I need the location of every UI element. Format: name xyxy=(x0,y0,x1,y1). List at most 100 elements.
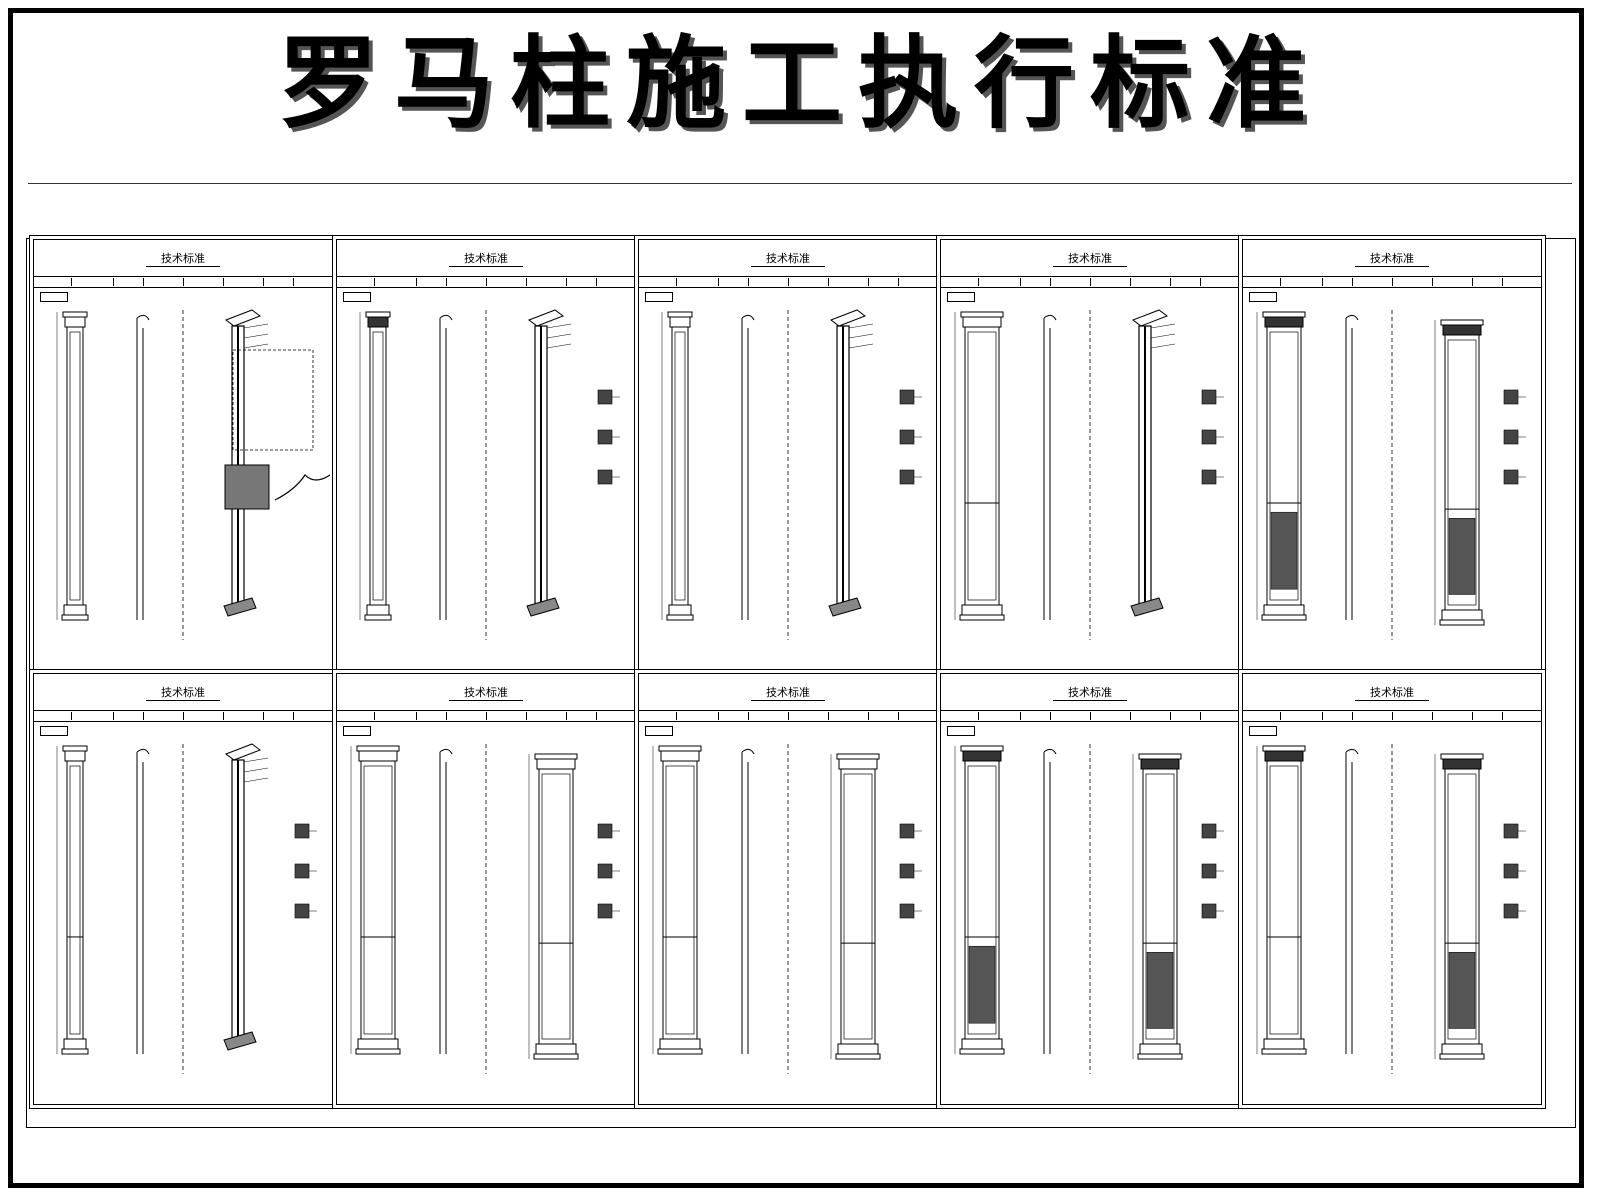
sheet-title-underline xyxy=(1355,700,1429,701)
column-isometric xyxy=(223,309,269,617)
sheet-tag xyxy=(343,726,371,736)
column-isometric xyxy=(526,309,572,617)
column-elevation xyxy=(954,311,1005,621)
column-section xyxy=(136,748,150,1054)
title-block-row xyxy=(940,710,1240,722)
detail-callouts xyxy=(899,389,922,485)
sheet-title-underline xyxy=(146,700,220,701)
title-block-row xyxy=(336,710,636,722)
column-section xyxy=(1345,748,1359,1054)
drawing-sheet[interactable]: 技术标准 xyxy=(332,669,640,1109)
detail-callouts xyxy=(1503,389,1526,485)
sheet-title: 技术标准 xyxy=(1370,686,1414,699)
column-isometric xyxy=(828,309,874,617)
title-block-row xyxy=(940,276,1240,288)
column-section xyxy=(136,314,150,620)
detail-callouts xyxy=(1201,389,1224,485)
column-elevation xyxy=(954,745,1005,1055)
drawing-sheet[interactable]: 技术标准 xyxy=(29,669,337,1109)
column-elevation xyxy=(528,753,579,1060)
column-elevation xyxy=(652,745,703,1055)
detail-callouts xyxy=(899,823,922,919)
sheet-title: 技术标准 xyxy=(161,252,205,265)
sheet-grid: 技术标准技术标准技术标准技术标准技术标准技术标准技术标准技术标准技术标准技术标准 xyxy=(26,235,1576,1128)
drawing-frame xyxy=(8,8,1584,1188)
column-elevation xyxy=(1132,753,1183,1060)
drawing-sheet[interactable]: 技术标准 xyxy=(936,669,1244,1109)
drawing-sheet[interactable]: 技术标准 xyxy=(936,235,1244,675)
sheet-drawing xyxy=(661,309,922,640)
title-block-row xyxy=(336,276,636,288)
sheet-title-underline xyxy=(449,266,523,267)
sheet-drawing xyxy=(350,744,620,1074)
title-block-row xyxy=(638,276,938,288)
drawing-sheet[interactable]: 技术标准 xyxy=(634,669,942,1109)
title-block-row xyxy=(33,710,333,722)
column-elevation xyxy=(350,745,401,1055)
column-section xyxy=(439,314,453,620)
column-elevation xyxy=(1256,745,1307,1055)
drawing-sheet[interactable]: 技术标准 xyxy=(332,235,640,675)
title-block-row xyxy=(1242,276,1542,288)
detail-callouts xyxy=(1503,823,1526,919)
column-section xyxy=(1345,314,1359,620)
sheet-drawing xyxy=(56,743,317,1074)
sheet-title: 技术标准 xyxy=(1370,252,1414,265)
drawing-sheet[interactable]: 技术标准 xyxy=(634,235,942,675)
column-elevation xyxy=(56,311,89,621)
sheet-title: 技术标准 xyxy=(766,686,810,699)
detail-callouts xyxy=(294,823,317,919)
column-elevation xyxy=(1434,319,1485,626)
sheet-tag xyxy=(1249,292,1277,302)
detail-callouts xyxy=(224,349,331,510)
sheet-title-underline xyxy=(1355,266,1429,267)
sheet-title-underline xyxy=(449,700,523,701)
sheet-title: 技术标准 xyxy=(464,252,508,265)
sheet-drawing xyxy=(359,309,620,640)
title-block-row xyxy=(638,710,938,722)
sheet-tag xyxy=(645,292,673,302)
sheet-tag xyxy=(1249,726,1277,736)
column-section xyxy=(741,748,755,1054)
page-title: 罗马柱施工执行标准 xyxy=(278,25,1322,142)
sheet-tag xyxy=(947,292,975,302)
sheet-tag xyxy=(343,292,371,302)
detail-callouts xyxy=(597,389,620,485)
drawing-sheet[interactable]: 技术标准 xyxy=(1238,235,1546,675)
drawing-sheet[interactable]: 技术标准 xyxy=(1238,669,1546,1109)
column-section xyxy=(439,748,453,1054)
sheet-border xyxy=(1242,673,1542,1105)
sheet-drawing xyxy=(954,309,1224,640)
sheet-drawing xyxy=(652,744,922,1074)
column-elevation xyxy=(830,753,881,1060)
column-elevation xyxy=(359,311,392,621)
sheet-title: 技术标准 xyxy=(464,686,508,699)
column-elevation xyxy=(1434,753,1485,1060)
title-rule xyxy=(28,183,1572,184)
title-block-row xyxy=(33,276,333,288)
sheet-drawing xyxy=(56,309,331,640)
sheet-title-underline xyxy=(751,700,825,701)
column-section xyxy=(1043,748,1057,1054)
title-block-row xyxy=(1242,710,1542,722)
sheet-title: 技术标准 xyxy=(161,686,205,699)
sheet-drawing xyxy=(1256,310,1526,640)
sheet-title-underline xyxy=(146,266,220,267)
sheet-title: 技术标准 xyxy=(1068,252,1112,265)
detail-callouts xyxy=(1201,823,1224,919)
drawing-sheet[interactable]: 技术标准 xyxy=(29,235,337,675)
sheet-drawing xyxy=(1256,744,1526,1074)
sheet-tag xyxy=(40,292,68,302)
column-elevation xyxy=(661,311,694,621)
column-isometric xyxy=(223,743,269,1051)
sheet-tag xyxy=(40,726,68,736)
sheet-title-underline xyxy=(751,266,825,267)
column-elevation xyxy=(56,745,89,1055)
column-section xyxy=(1043,314,1057,620)
sheet-drawing xyxy=(954,744,1224,1074)
sheet-title-underline xyxy=(1053,700,1127,701)
column-elevation xyxy=(1256,311,1307,621)
column-section xyxy=(741,314,755,620)
sheet-title: 技术标准 xyxy=(766,252,810,265)
sheet-title: 技术标准 xyxy=(1068,686,1112,699)
